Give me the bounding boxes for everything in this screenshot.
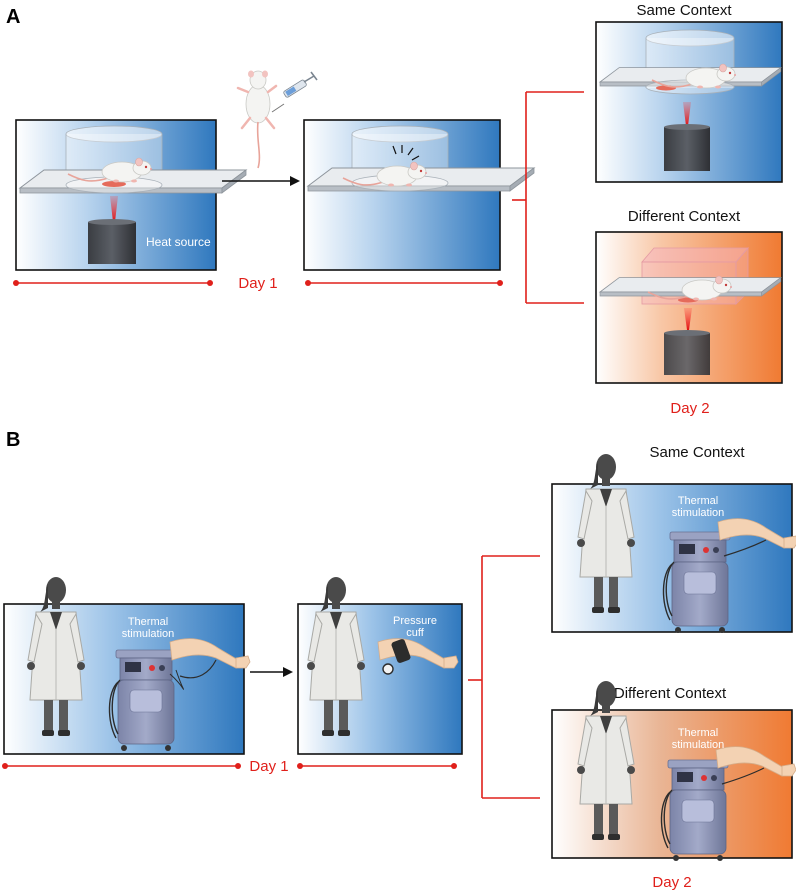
panel-b-day1-thermal-line1: Thermal	[128, 616, 168, 628]
panel-b-day1-box: Thermal stimulation	[3, 576, 251, 755]
panel-b-different-context-label: Different Context	[614, 685, 727, 702]
panel-b-pressure-line1: Pressure	[393, 615, 437, 627]
panel-b-different-thermal-line1: Thermal	[678, 727, 718, 739]
panel-a-same-context-box	[595, 21, 783, 183]
panel-b-same-thermal-line2: stimulation	[672, 507, 725, 519]
panel-a-arrow	[222, 176, 300, 186]
panel-b-label: B	[6, 429, 20, 451]
pressure-cuff-icon	[391, 639, 411, 663]
panel-b-pressure-line2: cuff	[406, 627, 424, 639]
panel-a-day1-timeline	[13, 280, 503, 286]
panel-b-day2-label: Day 2	[652, 874, 691, 891]
panel-b-same-thermal-line1: Thermal	[678, 495, 718, 507]
panel-a-day1-box: Heat source	[15, 119, 247, 271]
panel-a-day1-label: Day 1	[238, 275, 277, 292]
heat-source-cylinder	[88, 222, 136, 264]
panel-b-same-context-box: Thermal stimulation	[551, 453, 796, 634]
panel-a-same-context-label: Same Context	[636, 2, 732, 19]
panel-b-same-context-label: Same Context	[649, 444, 745, 461]
panel-b-day1-label: Day 1	[249, 758, 288, 775]
panel-a-different-context-label: Different Context	[628, 208, 741, 225]
panel-b-different-thermal-line2: stimulation	[672, 739, 725, 751]
heat-source-label: Heat source	[146, 235, 211, 249]
shock-lines-icon	[392, 145, 420, 161]
syringe-icon	[271, 71, 318, 113]
panel-a-bracket	[512, 91, 584, 304]
panel-b-day1-thermal-line2: stimulation	[122, 628, 175, 640]
heat-beam	[110, 196, 118, 222]
panel-b-different-context-box: Thermal stimulation	[551, 680, 796, 862]
panel-b-bracket	[468, 555, 540, 799]
panel-a-different-context-box	[595, 231, 783, 384]
panel-a-label: A	[6, 6, 20, 28]
panel-a-day2-label: Day 2	[670, 400, 709, 417]
injected-mouse-illustration	[236, 70, 278, 169]
panel-b-pressure-box: Pressure cuff	[297, 576, 463, 755]
heated-spot	[102, 181, 126, 187]
panel-a-injection-box	[303, 119, 535, 271]
gauge-icon	[382, 663, 394, 675]
panel-b-day1-timeline	[2, 763, 457, 769]
panel-b-arrow	[250, 667, 293, 677]
